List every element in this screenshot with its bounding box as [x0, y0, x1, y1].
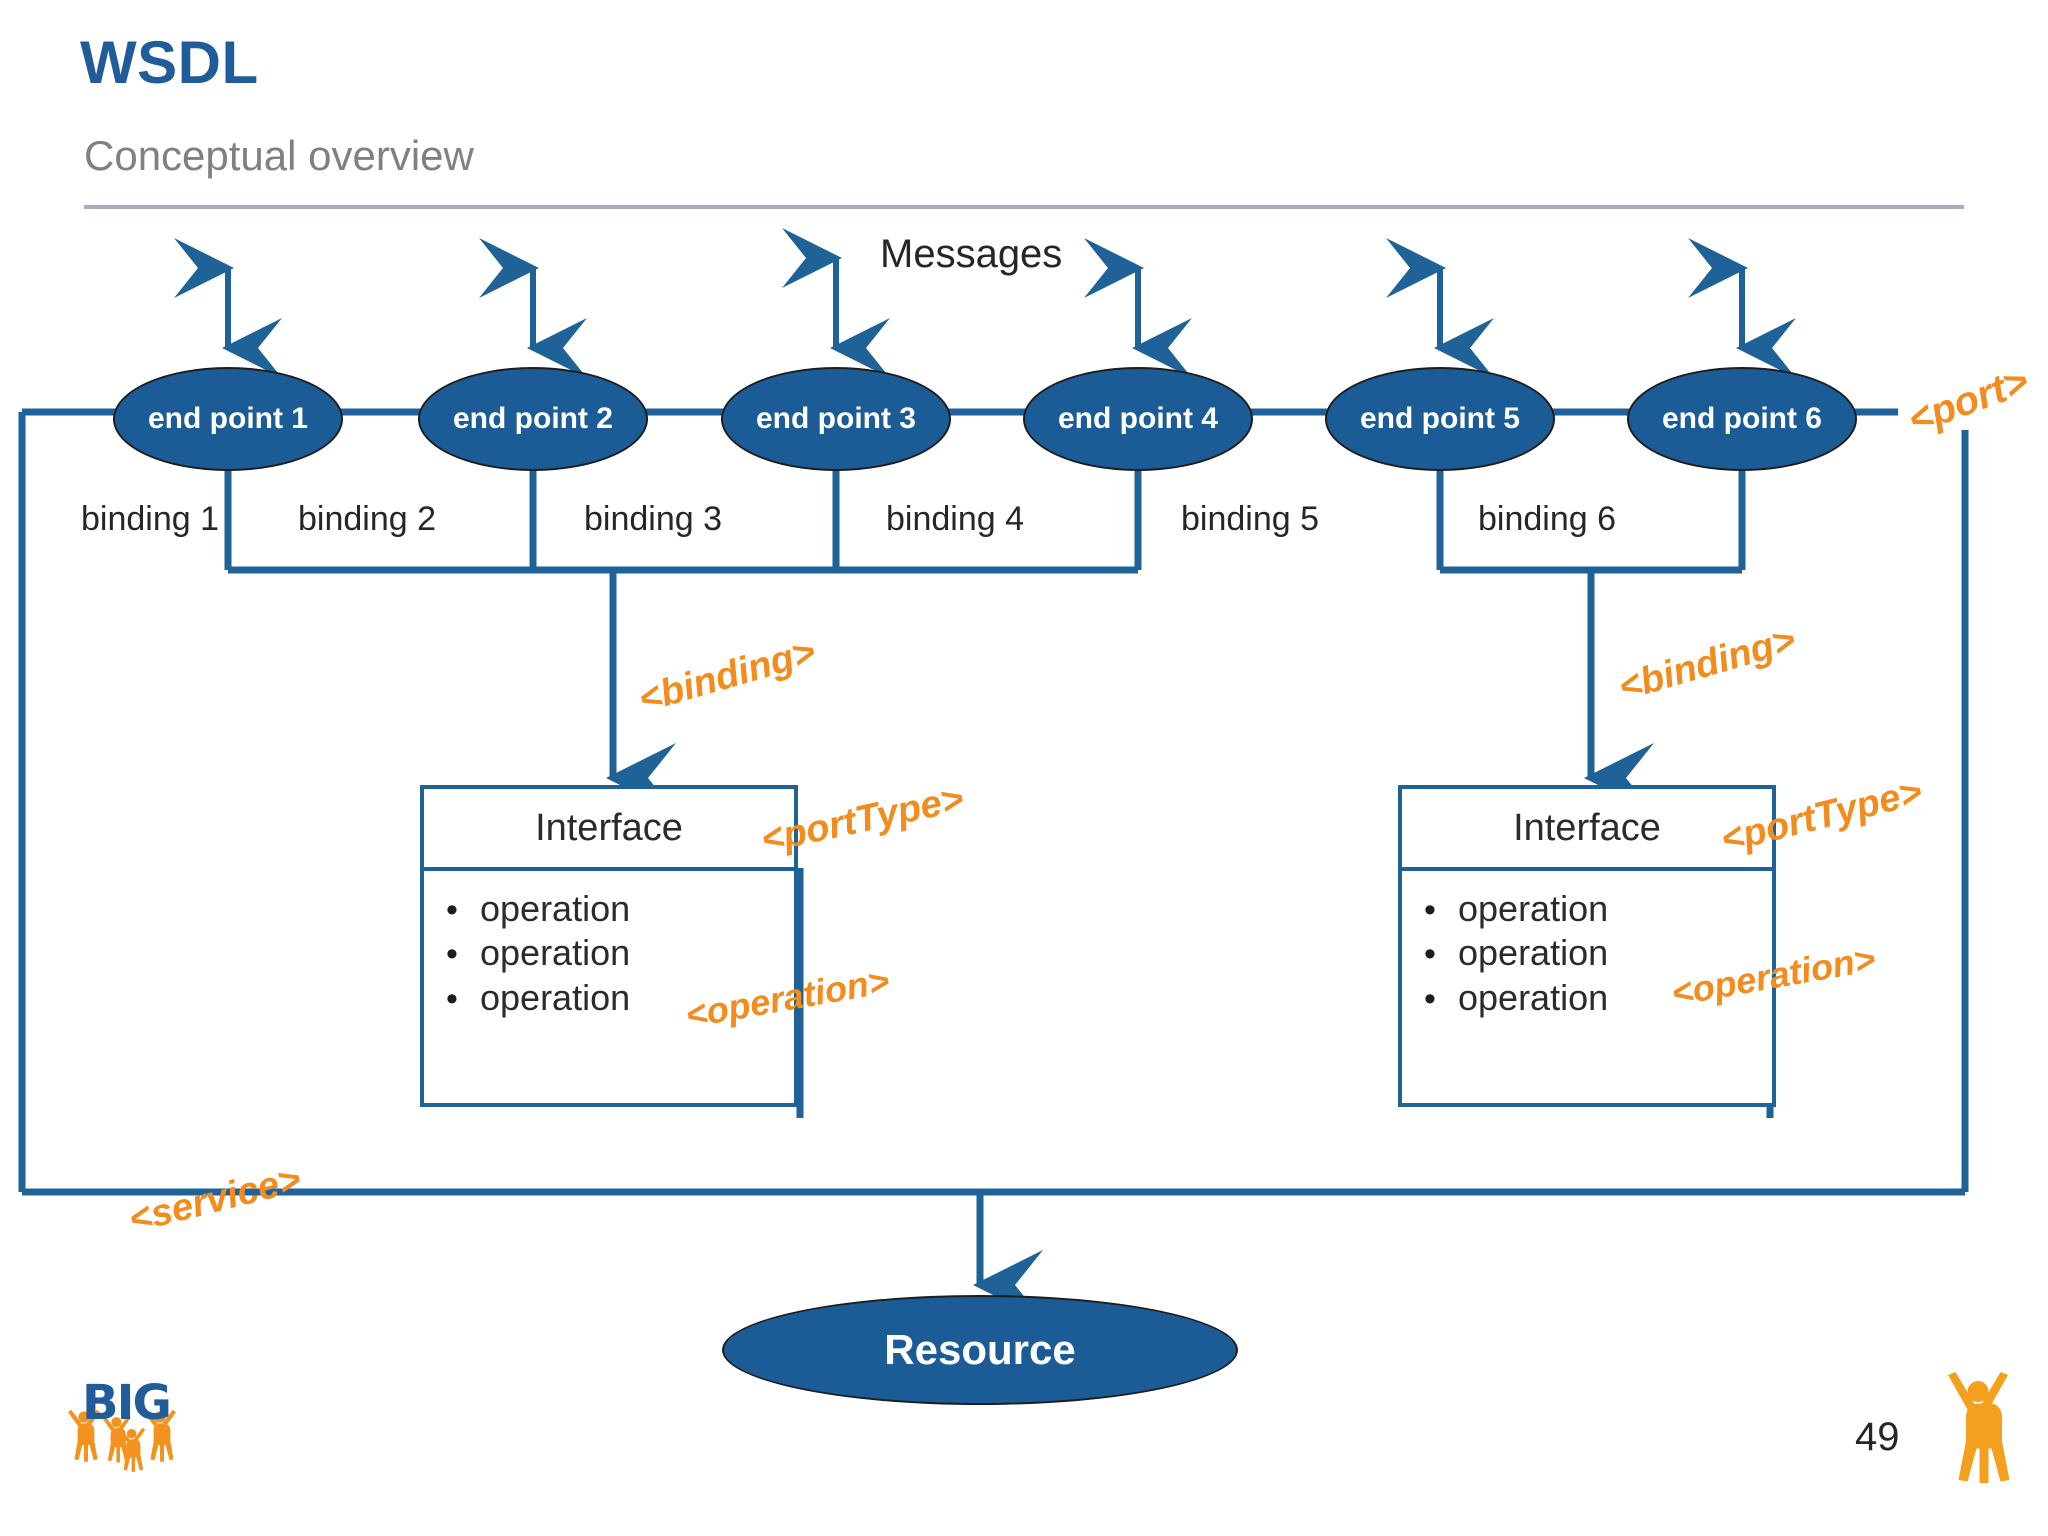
operation-label: operation — [480, 976, 631, 1018]
interface-box-left[interactable]: Interface • operation • operation • oper… — [420, 785, 798, 1107]
operation-label: operation — [480, 932, 631, 974]
header-divider — [84, 205, 1964, 209]
resource-label: Resource — [884, 1326, 1076, 1373]
operation-item[interactable]: • operation — [1424, 976, 1772, 1018]
big-logo-text: BIG — [82, 1375, 172, 1431]
endpoint-label: end point 1 — [148, 402, 308, 435]
bullet-icon: • — [1424, 979, 1436, 1018]
people-group-icon — [68, 1409, 176, 1472]
endpoint-node-2[interactable]: end point 2 — [418, 367, 648, 471]
bullet-icon: • — [1424, 891, 1436, 929]
binding-label-3: binding 3 — [583, 500, 722, 538]
resource-node[interactable]: Resource — [722, 1295, 1238, 1405]
interface-title: Interface — [420, 785, 798, 867]
operation-label: operation — [480, 888, 631, 929]
messages-label: Messages — [880, 232, 1063, 276]
binding-label-6: binding 6 — [1477, 500, 1616, 538]
binding-label-4: binding 4 — [885, 500, 1024, 538]
interface-box-right[interactable]: Interface • operation • operation • oper… — [1398, 785, 1776, 1107]
endpoint-label: end point 6 — [1662, 402, 1822, 435]
endpoint-node-4[interactable]: end point 4 — [1023, 367, 1253, 471]
operation-item[interactable]: • operation — [446, 976, 794, 1018]
person-cheering-icon — [1948, 1372, 2010, 1483]
endpoint-label: end point 5 — [1360, 402, 1520, 435]
endpoint-label: end point 4 — [1058, 402, 1218, 435]
interface-title: Interface — [1398, 785, 1776, 867]
endpoint-node-1[interactable]: end point 1 — [113, 367, 343, 471]
operation-item[interactable]: • operation — [1424, 888, 1772, 929]
bullet-icon: • — [1424, 935, 1436, 974]
endpoint-label: end point 3 — [756, 402, 916, 435]
endpoint-node-6[interactable]: end point 6 — [1627, 367, 1857, 471]
operation-item[interactable]: • operation — [446, 932, 794, 974]
page-subtitle: Conceptual overview — [84, 132, 474, 179]
endpoint-node-3[interactable]: end point 3 — [721, 367, 951, 471]
page-number: 49 — [1855, 1415, 1900, 1459]
operation-label: operation — [1458, 888, 1609, 929]
operation-item[interactable]: • operation — [1424, 932, 1772, 974]
endpoint-label: end point 2 — [453, 402, 613, 435]
binding-label-5: binding 5 — [1180, 500, 1319, 538]
bullet-icon: • — [446, 891, 458, 929]
binding-label-1: binding 1 — [80, 500, 219, 538]
interface-operations-list: • operation • operation • operation — [1398, 867, 1776, 1107]
interface-operations-list: • operation • operation • operation — [420, 867, 798, 1107]
page-title: WSDL — [80, 29, 259, 96]
operation-label: operation — [1458, 932, 1609, 974]
operation-label: operation — [1458, 976, 1609, 1018]
operation-item[interactable]: • operation — [446, 888, 794, 929]
binding-label-2: binding 2 — [297, 500, 436, 538]
big-logo: BIG — [58, 1375, 198, 1490]
bullet-icon: • — [446, 979, 458, 1018]
endpoint-node-5[interactable]: end point 5 — [1325, 367, 1555, 471]
bullet-icon: • — [446, 935, 458, 974]
